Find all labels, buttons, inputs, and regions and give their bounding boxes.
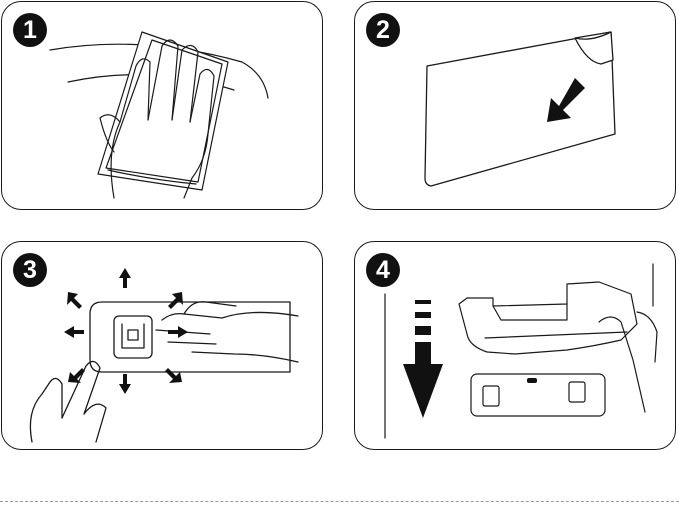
step-1-panel: 1 bbox=[1, 1, 323, 210]
direction-arrow-icon bbox=[547, 78, 585, 122]
step-number-badge: 2 bbox=[366, 13, 400, 47]
step-4-panel: 4 bbox=[354, 241, 676, 450]
peel-adhesive-film-icon bbox=[424, 31, 616, 187]
step-number-badge: 3 bbox=[13, 253, 47, 287]
step-number-badge: 1 bbox=[13, 13, 47, 47]
step-3-panel: 3 bbox=[1, 241, 323, 450]
step-2-panel: 2 bbox=[354, 1, 676, 210]
step-number-badge: 4 bbox=[366, 253, 400, 287]
press-mount-plate-icon bbox=[29, 268, 299, 443]
hand-wiping-cloth-icon bbox=[49, 31, 269, 199]
slide-down-arrow-icon bbox=[403, 300, 443, 418]
pressure-arrows-icon bbox=[64, 268, 188, 394]
bottom-separator bbox=[0, 501, 679, 502]
slide-holder-down-icon bbox=[384, 263, 658, 439]
center-mark-icon bbox=[527, 378, 537, 383]
